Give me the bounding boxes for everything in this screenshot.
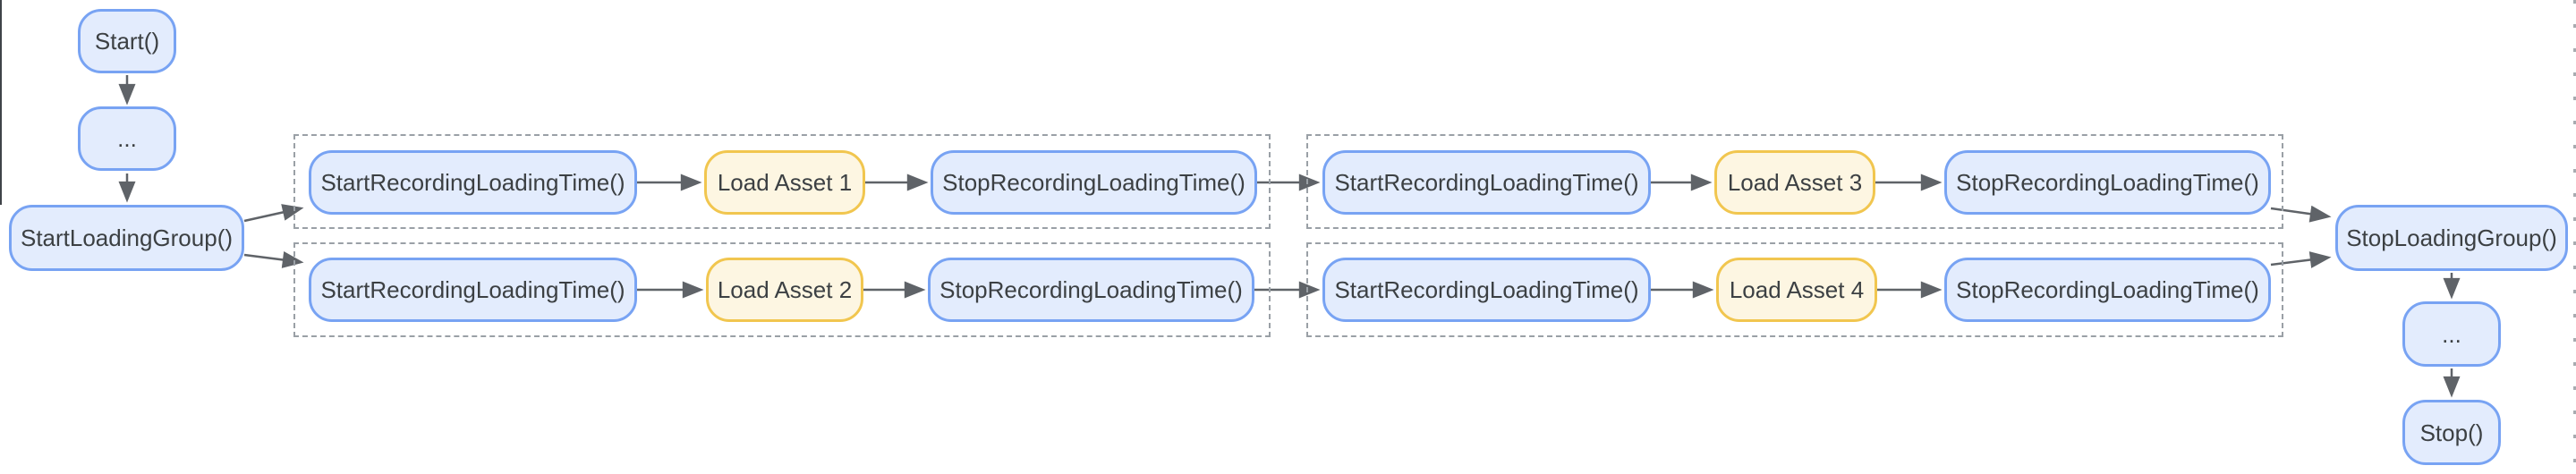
node-load-asset-3-label: Load Asset 3 — [1727, 169, 1863, 196]
node-start-loading-group: StartLoadingGroup() — [9, 205, 244, 271]
node-stop-label: Stop() — [2419, 419, 2484, 446]
node-stop-loading-group-label: StopLoadingGroup() — [2346, 224, 2557, 251]
node-start-recording-4: StartRecordingLoadingTime() — [1322, 258, 1651, 322]
edge-start-group-to-lane2 — [243, 251, 304, 268]
node-start-recording-1-label: StartRecordingLoadingTime() — [320, 169, 625, 196]
node-stop-recording-4: StopRecordingLoadingTime() — [1944, 258, 2271, 322]
node-stop-loading-group: StopLoadingGroup() — [2335, 205, 2568, 271]
node-stop-recording-3-label: StopRecordingLoadingTime() — [1956, 169, 2259, 196]
node-start-recording-3: StartRecordingLoadingTime() — [1322, 150, 1651, 215]
node-start-loading-group-label: StartLoadingGroup() — [20, 224, 234, 251]
node-stop-recording-2: StopRecordingLoadingTime() — [928, 258, 1254, 322]
node-stop-recording-3: StopRecordingLoadingTime() — [1944, 150, 2271, 215]
node-start-recording-4-label: StartRecordingLoadingTime() — [1334, 276, 1639, 303]
node-pre-ellipsis-label: ... — [117, 125, 137, 152]
node-load-asset-1: Load Asset 1 — [704, 150, 865, 215]
dashed-lane-asset-2 — [293, 242, 1271, 337]
node-start: Start() — [78, 9, 176, 73]
node-start-recording-2: StartRecordingLoadingTime() — [309, 258, 637, 322]
node-start-recording-3-label: StartRecordingLoadingTime() — [1334, 169, 1639, 196]
dashed-lane-asset-1 — [293, 134, 1271, 229]
node-pre-ellipsis: ... — [78, 106, 176, 171]
node-load-asset-4-label: Load Asset 4 — [1729, 276, 1865, 303]
node-load-asset-2: Load Asset 2 — [706, 258, 863, 322]
dashed-lane-asset-4 — [1306, 242, 2283, 337]
node-load-asset-2-label: Load Asset 2 — [717, 276, 853, 303]
node-start-recording-2-label: StartRecordingLoadingTime() — [320, 276, 625, 303]
node-stop-recording-2-label: StopRecordingLoadingTime() — [939, 276, 1243, 303]
node-stop-recording-1-label: StopRecordingLoadingTime() — [942, 169, 1245, 196]
node-start-recording-1: StartRecordingLoadingTime() — [309, 150, 637, 215]
node-stop-recording-4-label: StopRecordingLoadingTime() — [1956, 276, 2259, 303]
node-load-asset-3: Load Asset 3 — [1714, 150, 1875, 215]
node-start-label: Start() — [94, 28, 160, 55]
node-load-asset-1-label: Load Asset 1 — [717, 169, 853, 196]
dashed-lane-asset-3 — [1306, 134, 2283, 229]
node-post-ellipsis-label: ... — [2442, 320, 2461, 348]
node-stop-recording-1: StopRecordingLoadingTime() — [931, 150, 1257, 215]
node-stop: Stop() — [2402, 400, 2501, 465]
node-post-ellipsis: ... — [2402, 301, 2501, 367]
edge-start-group-to-lane1 — [243, 204, 304, 223]
right-edge-dotted-line — [2573, 0, 2576, 474]
left-edge-artifact-line — [0, 0, 2, 205]
node-load-asset-4: Load Asset 4 — [1716, 258, 1877, 322]
